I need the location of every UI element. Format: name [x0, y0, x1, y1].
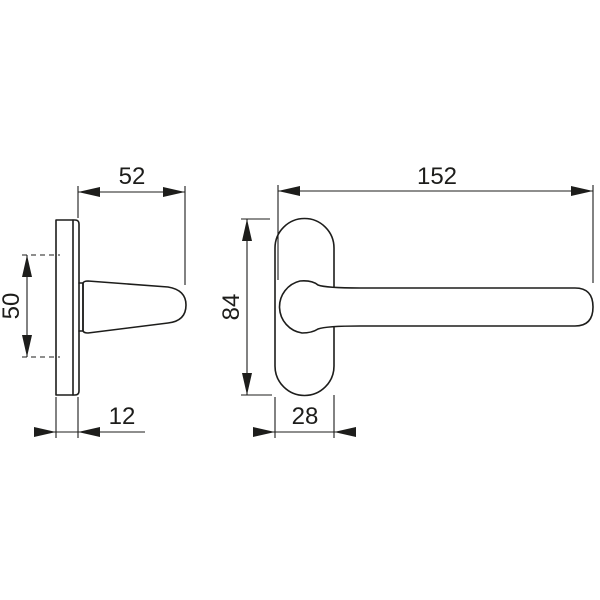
- dimension-label-12: 12: [109, 403, 136, 430]
- dimension-label-84: 84: [218, 294, 245, 321]
- dimension-152: 152: [277, 163, 594, 283]
- dimension-12: 12: [34, 397, 145, 438]
- dimension-52: 52: [77, 163, 186, 285]
- lever-handle: [278, 280, 594, 334]
- dimension-label-50: 50: [0, 293, 25, 320]
- dimension-84: 84: [218, 218, 272, 396]
- backplate: [274, 217, 335, 397]
- handle-side-profile: [82, 280, 187, 334]
- rosette-plate: [55, 219, 80, 396]
- dimension-label-52: 52: [119, 163, 146, 190]
- dimension-label-152: 152: [417, 163, 457, 190]
- front-view: 152 84 28: [218, 163, 594, 438]
- dimension-label-28: 28: [292, 403, 319, 430]
- side-view: 52 50 12: [0, 163, 187, 438]
- dimension-28: 28: [253, 395, 356, 438]
- dimension-50: 50: [0, 254, 60, 358]
